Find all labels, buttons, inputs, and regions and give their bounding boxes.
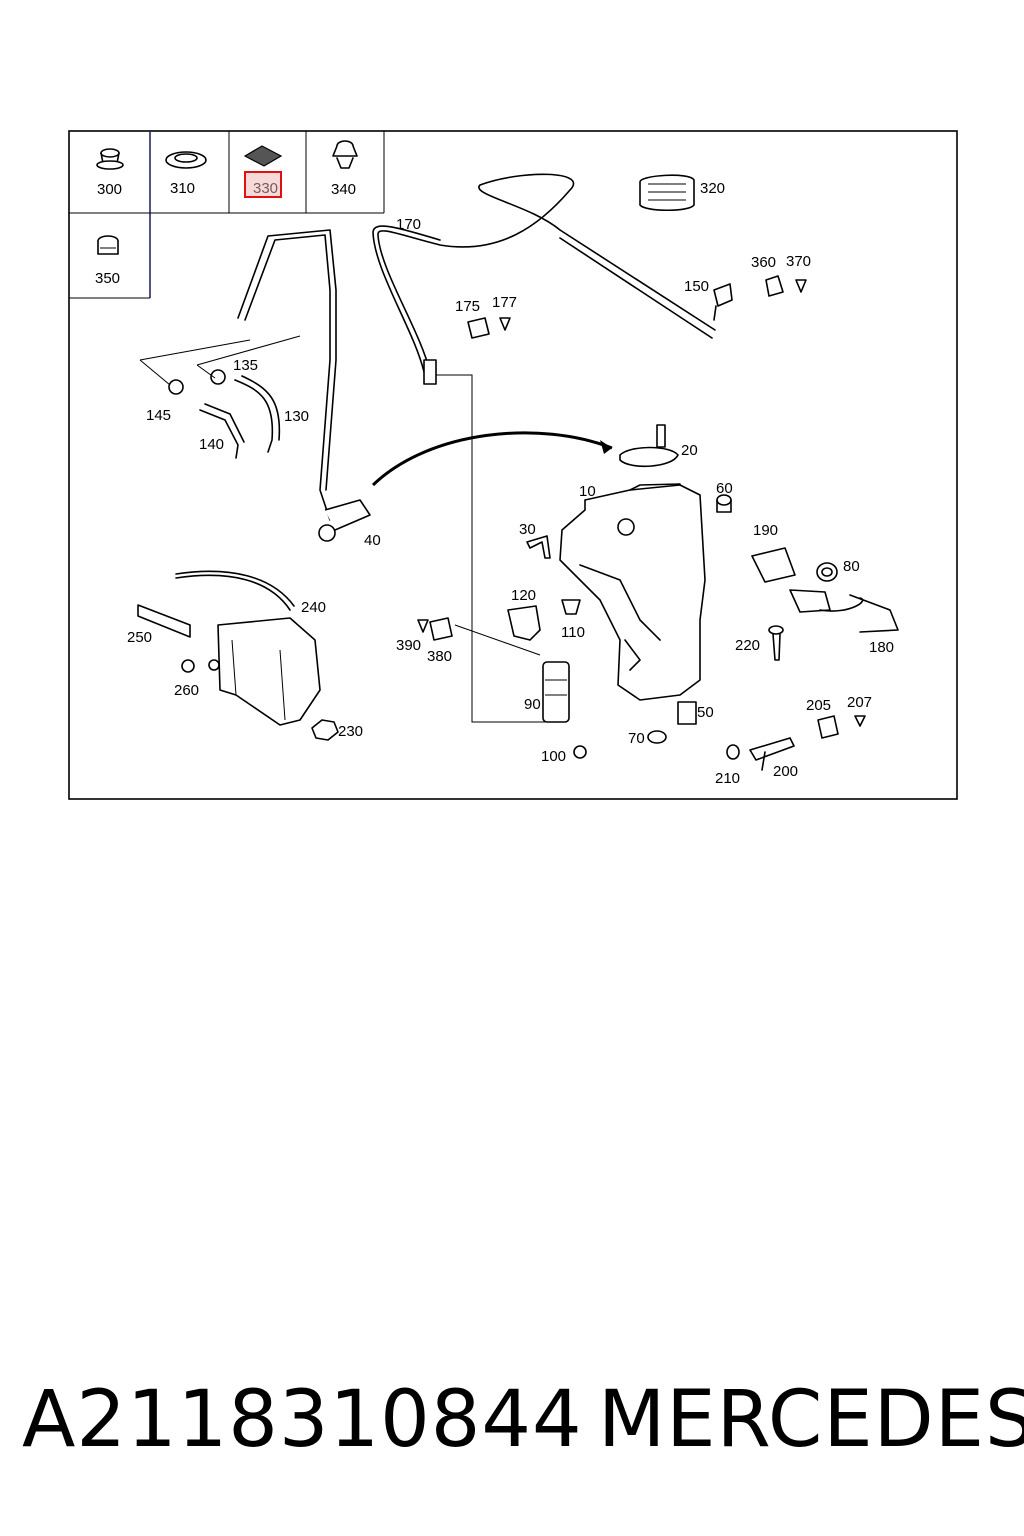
bracket-30-icon bbox=[526, 535, 551, 559]
seal-100-icon bbox=[573, 745, 587, 759]
sleeve-50-icon bbox=[677, 701, 697, 725]
highlight-box-330 bbox=[244, 171, 282, 198]
callout-100: 100 bbox=[541, 748, 566, 765]
callout-240: 240 bbox=[301, 599, 326, 616]
callout-110: 110 bbox=[561, 624, 585, 641]
inset-label-330: 330 bbox=[253, 180, 278, 197]
callout-320: 320 bbox=[700, 180, 725, 197]
callout-370: 370 bbox=[786, 253, 811, 270]
curved-arrow bbox=[371, 431, 613, 487]
nozzle-320-icon bbox=[639, 174, 695, 212]
pump-90-icon bbox=[542, 661, 570, 723]
callout-390: 390 bbox=[396, 637, 421, 654]
callout-120: 120 bbox=[511, 587, 536, 604]
clip-360-icon bbox=[765, 275, 784, 297]
rivet-177-icon bbox=[499, 317, 511, 331]
callout-70: 70 bbox=[628, 730, 645, 747]
callout-190: 190 bbox=[753, 522, 778, 539]
callout-250: 250 bbox=[127, 629, 152, 646]
seal-70-icon bbox=[647, 730, 667, 744]
callout-30: 30 bbox=[519, 521, 536, 538]
hose-250-icon bbox=[137, 604, 191, 638]
callout-380: 380 bbox=[427, 648, 452, 665]
arrow-head bbox=[600, 440, 612, 454]
cap-60-icon bbox=[716, 494, 732, 513]
callout-170: 170 bbox=[396, 216, 421, 233]
pad-330-icon bbox=[243, 145, 283, 167]
rivet-370-icon bbox=[795, 279, 807, 293]
grommet-300-icon bbox=[96, 148, 124, 170]
callout-220: 220 bbox=[735, 637, 760, 654]
bracket-190-icon bbox=[751, 547, 796, 583]
part-number: A2118310844 bbox=[22, 1375, 583, 1465]
callout-130: 130 bbox=[284, 408, 309, 425]
callout-230: 230 bbox=[338, 723, 363, 740]
callout-260: 260 bbox=[174, 682, 199, 699]
nut-260-icon bbox=[181, 659, 195, 673]
callout-90: 90 bbox=[524, 696, 541, 713]
callout-20: 20 bbox=[681, 442, 698, 459]
callout-135: 135 bbox=[233, 357, 258, 374]
grommet-310-icon bbox=[165, 151, 207, 169]
callout-10: 10 bbox=[579, 483, 596, 500]
hose-180-icon bbox=[789, 589, 899, 633]
callout-40: 40 bbox=[364, 532, 381, 549]
callout-150: 150 bbox=[684, 278, 709, 295]
inset-grid bbox=[69, 131, 385, 299]
rivet-220-icon bbox=[768, 625, 784, 661]
hose-40 bbox=[237, 229, 371, 542]
reservoir-240-icon bbox=[175, 570, 321, 726]
clip-205-icon bbox=[817, 715, 839, 739]
callout-145: 145 bbox=[146, 407, 171, 424]
rivet-390-icon bbox=[417, 619, 429, 633]
pump-120-icon bbox=[507, 605, 541, 641]
callout-210: 210 bbox=[715, 770, 740, 787]
inset-label-310: 310 bbox=[170, 180, 195, 197]
plug-350-icon bbox=[97, 235, 119, 255]
callout-50: 50 bbox=[697, 704, 714, 721]
diagram-frame bbox=[68, 130, 958, 800]
plug-340-icon bbox=[332, 140, 358, 169]
callout-80: 80 bbox=[843, 558, 860, 575]
footer: A2118310844 MERCEDES bbox=[0, 1370, 1024, 1480]
fitting-200-icon bbox=[749, 737, 795, 771]
clip-380-icon bbox=[429, 617, 453, 641]
hose-group-left bbox=[139, 335, 301, 459]
callout-140: 140 bbox=[199, 436, 224, 453]
callout-360: 360 bbox=[751, 254, 776, 271]
seal-110-icon bbox=[561, 599, 581, 615]
brand-name: MERCEDES bbox=[598, 1375, 1024, 1465]
leader-lines bbox=[436, 374, 545, 723]
inset-label-340: 340 bbox=[331, 181, 356, 198]
callout-200: 200 bbox=[773, 763, 798, 780]
reservoir-10-icon bbox=[559, 483, 706, 701]
callout-177: 177 bbox=[492, 294, 517, 311]
callout-175: 175 bbox=[455, 298, 480, 315]
connector-150-icon bbox=[713, 283, 733, 321]
callout-180: 180 bbox=[869, 639, 894, 656]
callout-205: 205 bbox=[806, 697, 831, 714]
clip-175-icon bbox=[467, 317, 490, 339]
nut-230-icon bbox=[311, 719, 339, 741]
rivet-207-icon bbox=[854, 715, 866, 727]
inset-label-300: 300 bbox=[97, 181, 122, 198]
parts-diagram: 300 310 330 340 350 bbox=[68, 130, 958, 800]
callout-207: 207 bbox=[847, 694, 872, 711]
cap-20-icon bbox=[619, 424, 679, 468]
hose-170 bbox=[372, 173, 716, 385]
inset-label-350: 350 bbox=[95, 270, 120, 287]
grommet-80-icon bbox=[816, 562, 838, 582]
callout-60: 60 bbox=[716, 480, 733, 497]
nut-210-icon bbox=[726, 744, 740, 760]
